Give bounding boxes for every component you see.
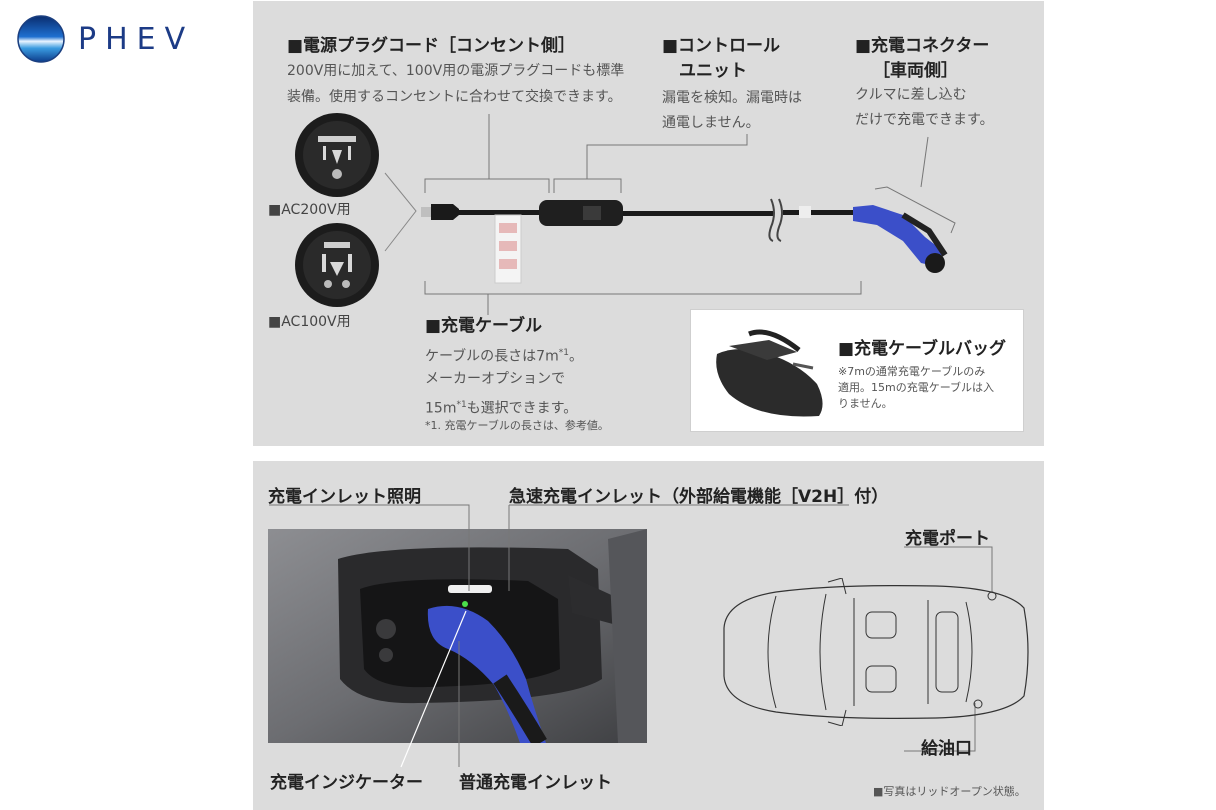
charging-inlet-photo <box>268 529 647 743</box>
plug-ac100-image <box>294 222 380 308</box>
control-desc-1: 漏電を検知。漏電時は <box>662 90 802 106</box>
control-title-2: ユニット <box>679 61 747 81</box>
control-title-1: ■コントロール <box>662 36 781 56</box>
quick-inlet-label: 急速充電インレット（外部給電機能［V2H］付） <box>509 487 889 507</box>
photo-note: ■写真はリッドオープン状態。 <box>873 785 1026 798</box>
car-top-view <box>723 578 1029 726</box>
connector-desc-2: だけで充電できます。 <box>855 112 994 128</box>
control-desc-2: 通電しません。 <box>662 115 760 131</box>
cable-desc-2: メーカーオプションで <box>425 371 565 387</box>
plug-ac200-image <box>294 112 380 198</box>
inlet-light-label: 充電インレット照明 <box>268 487 421 507</box>
plug-ac200-label: ■AC200V用 <box>268 202 351 218</box>
cable-diagram <box>384 114 956 315</box>
connector-title-2: ［車両側］ <box>873 61 958 81</box>
normal-inlet-label: 普通充電インレット <box>459 773 612 793</box>
indicator-label: 充電インジケーター <box>270 773 423 793</box>
cable-bag-note-3: りません。 <box>838 397 893 410</box>
plug-desc-1: 200V用に加えて、100V用の電源プラグコードも標準 <box>287 63 625 79</box>
cable-bag-note-1: ※7mの通常充電ケーブルのみ <box>838 365 986 378</box>
plug-ac100-label: ■AC100V用 <box>268 314 351 330</box>
plug-desc-2: 装備。使用するコンセントに合わせて交換できます。 <box>287 89 622 105</box>
cable-bag-note-2: 適用。15mの充電ケーブルは入 <box>838 381 995 394</box>
cable-desc-1: ケーブルの長さは7m*1。 <box>425 348 583 365</box>
cable-bag-title: ■充電ケーブルバッグ <box>838 339 1007 359</box>
cable-desc-3: 15m*1も選択できます。 <box>425 400 578 417</box>
connector-desc-1: クルマに差し込む <box>855 87 967 103</box>
cable-title: ■充電ケーブル <box>425 316 543 336</box>
phev-globe-icon <box>17 15 65 63</box>
inlet-leader-lines <box>269 504 993 768</box>
phev-logo-text: PHEV <box>78 22 195 57</box>
phev-logo: PHEV <box>16 14 241 66</box>
cable-bag-image <box>716 329 823 417</box>
charge-port-label: 充電ポート <box>905 529 990 549</box>
cable-bag-box: ■充電ケーブルバッグ ※7mの通常充電ケーブルのみ 適用。15mの充電ケーブルは… <box>690 309 1024 432</box>
plug-title: ■電源プラグコード［コンセント側］ <box>287 36 576 56</box>
fuel-port-label: 給油口 <box>921 739 972 759</box>
cable-footnote: *1. 充電ケーブルの長さは、参考値。 <box>425 419 609 432</box>
connector-title-1: ■充電コネクター <box>855 36 990 56</box>
